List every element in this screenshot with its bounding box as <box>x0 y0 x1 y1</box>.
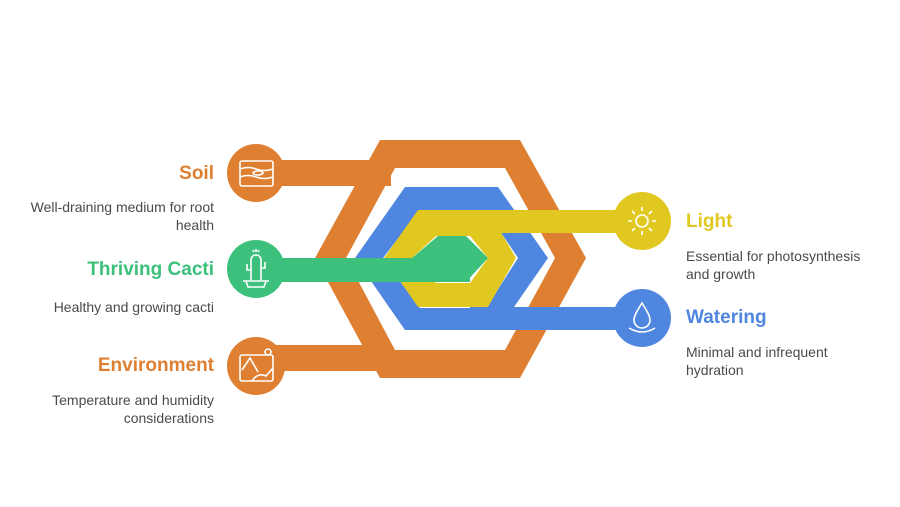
environment-title: Environment <box>97 355 214 376</box>
soil-layers-icon <box>239 160 274 187</box>
watering-connector <box>470 307 642 330</box>
desert-landscape-icon <box>239 348 274 382</box>
sun-icon <box>628 207 656 235</box>
watering-description: Minimal and infrequent hydration <box>686 344 828 378</box>
thriving-title: Thriving Cacti <box>87 259 214 280</box>
soil-icon-badge <box>227 144 285 202</box>
light-title: Light <box>686 211 733 232</box>
environment-description: Temperature and humidity considerations <box>52 392 214 426</box>
light-description: Essential for photosynthesis and growth <box>686 248 861 282</box>
thriving-icon-badge <box>227 240 285 298</box>
light-icon-badge <box>613 192 671 250</box>
water-drop-icon <box>628 301 656 333</box>
light-connector <box>418 210 642 233</box>
soil-title: Soil <box>179 163 214 184</box>
thriving-description: Healthy and growing cacti <box>53 299 214 315</box>
watering-icon-badge <box>613 289 671 347</box>
cactus-icon <box>243 249 269 288</box>
thriving-connector <box>256 258 442 282</box>
environment-icon-badge <box>227 337 285 395</box>
soil-description: Well-draining medium for root health <box>30 199 214 233</box>
watering-title: Watering <box>686 307 767 328</box>
